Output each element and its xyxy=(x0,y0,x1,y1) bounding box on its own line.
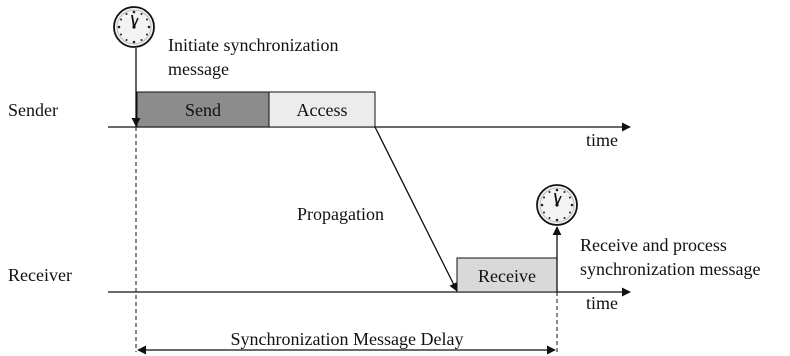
receive-note-line1: Receive and process xyxy=(580,235,727,255)
sender-label: Sender xyxy=(8,100,58,120)
delay-label: Synchronization Message Delay xyxy=(231,329,464,349)
clock-icon xyxy=(113,6,155,48)
clock-icon xyxy=(536,184,578,226)
sender-time-label: time xyxy=(586,130,618,150)
access-block-label: Access xyxy=(297,100,348,120)
receive-note-line2: synchronization message xyxy=(580,259,760,279)
initiate-note-line2: message xyxy=(168,59,229,79)
propagation-arrow xyxy=(374,126,458,292)
send-block-label: Send xyxy=(185,100,221,120)
access-block xyxy=(268,91,376,128)
receiver-label: Receiver xyxy=(8,265,72,285)
receiver-time-label: time xyxy=(586,293,618,313)
propagation-label: Propagation xyxy=(297,204,384,224)
receive-block-label: Receive xyxy=(478,266,536,286)
initiate-note-line1: Initiate synchronization xyxy=(168,35,338,55)
